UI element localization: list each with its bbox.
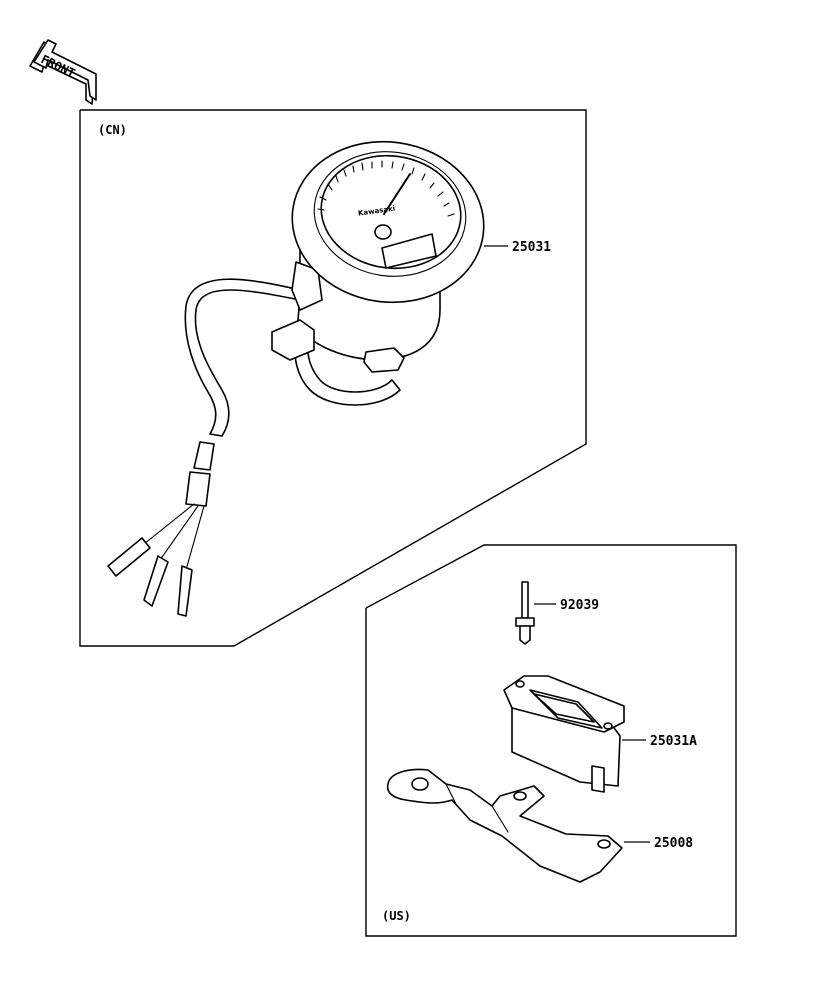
us-region-label: (US) bbox=[382, 909, 411, 923]
us-panel: (US) bbox=[365, 544, 737, 937]
wire-harness bbox=[107, 441, 215, 617]
mounting-bracket bbox=[386, 768, 623, 883]
speedometer-gauge: Kawasaki bbox=[184, 140, 485, 437]
part-number-25008: 25008 bbox=[654, 836, 693, 851]
rivet bbox=[515, 581, 535, 645]
front-arrow-icon: FRONT bbox=[29, 39, 97, 105]
part-number-25031A: 25031A bbox=[650, 734, 697, 749]
part-number-92039: 92039 bbox=[560, 598, 599, 613]
cn-panel: (CN) bbox=[79, 109, 587, 647]
hour-meter bbox=[503, 675, 625, 793]
part-number-25031: 25031 bbox=[512, 240, 551, 255]
cn-region-label: (CN) bbox=[98, 123, 127, 137]
